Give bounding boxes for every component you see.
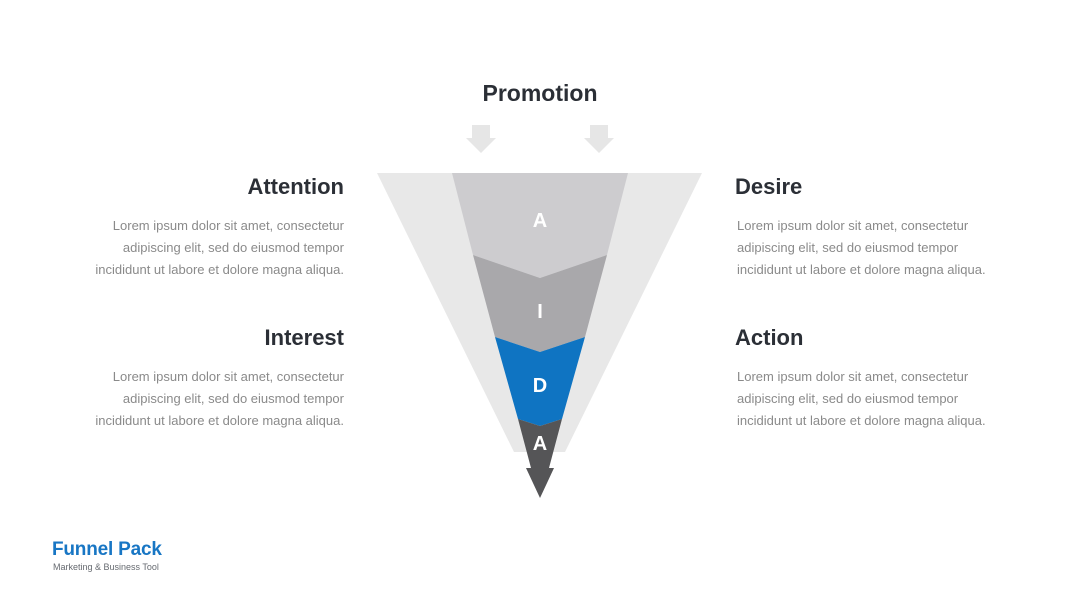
- desire-text-line: adipiscing elit, sed do eiusmod tempor: [737, 240, 959, 255]
- interest-text-line: incididunt ut labore et dolore magna ali…: [95, 413, 344, 428]
- action-text-line: adipiscing elit, sed do eiusmod tempor: [737, 391, 959, 406]
- stage-letter-desire: D: [533, 375, 547, 397]
- attention-text-line: adipiscing elit, sed do eiusmod tempor: [122, 240, 344, 255]
- stage-letter-attention: A: [533, 210, 547, 232]
- action-heading: Action: [735, 325, 804, 350]
- input-arrow-left-icon: [466, 125, 496, 153]
- attention-text-line: Lorem ipsum dolor sit amet, consectetur: [112, 218, 344, 233]
- attention-text: Lorem ipsum dolor sit amet, consectetur …: [74, 215, 344, 281]
- brand-logo-text: Funnel Pack: [52, 539, 162, 560]
- desire-heading: Desire: [735, 174, 803, 199]
- interest-text: Lorem ipsum dolor sit amet, consectetur …: [74, 366, 344, 432]
- action-text-line: Lorem ipsum dolor sit amet, consectetur: [737, 369, 969, 384]
- interest-text-line: adipiscing elit, sed do eiusmod tempor: [122, 391, 344, 406]
- diagram-title: Promotion: [482, 80, 598, 106]
- action-text-line: incididunt ut labore et dolore magna ali…: [737, 413, 986, 428]
- stage-letter-action: A: [533, 433, 547, 455]
- desire-text-line: incididunt ut labore et dolore magna ali…: [737, 262, 986, 277]
- stage-band-desire: [495, 337, 585, 426]
- action-text: Lorem ipsum dolor sit amet, consectetur …: [737, 366, 1007, 432]
- interest-heading: Interest: [264, 325, 344, 350]
- stage-band-action: [518, 419, 562, 498]
- attention-heading: Attention: [247, 174, 344, 199]
- attention-text-line: incididunt ut labore et dolore magna ali…: [95, 262, 344, 277]
- stage-band-attention: [452, 173, 628, 278]
- stage-band-interest: [473, 255, 607, 352]
- brand-tagline: Marketing & Business Tool: [53, 562, 159, 572]
- desire-text-line: Lorem ipsum dolor sit amet, consectetur: [737, 218, 969, 233]
- desire-text: Lorem ipsum dolor sit amet, consectetur …: [737, 215, 1007, 281]
- input-arrow-right-icon: [584, 125, 614, 153]
- interest-text-line: Lorem ipsum dolor sit amet, consectetur: [112, 369, 344, 384]
- stage-letter-interest: I: [537, 301, 543, 323]
